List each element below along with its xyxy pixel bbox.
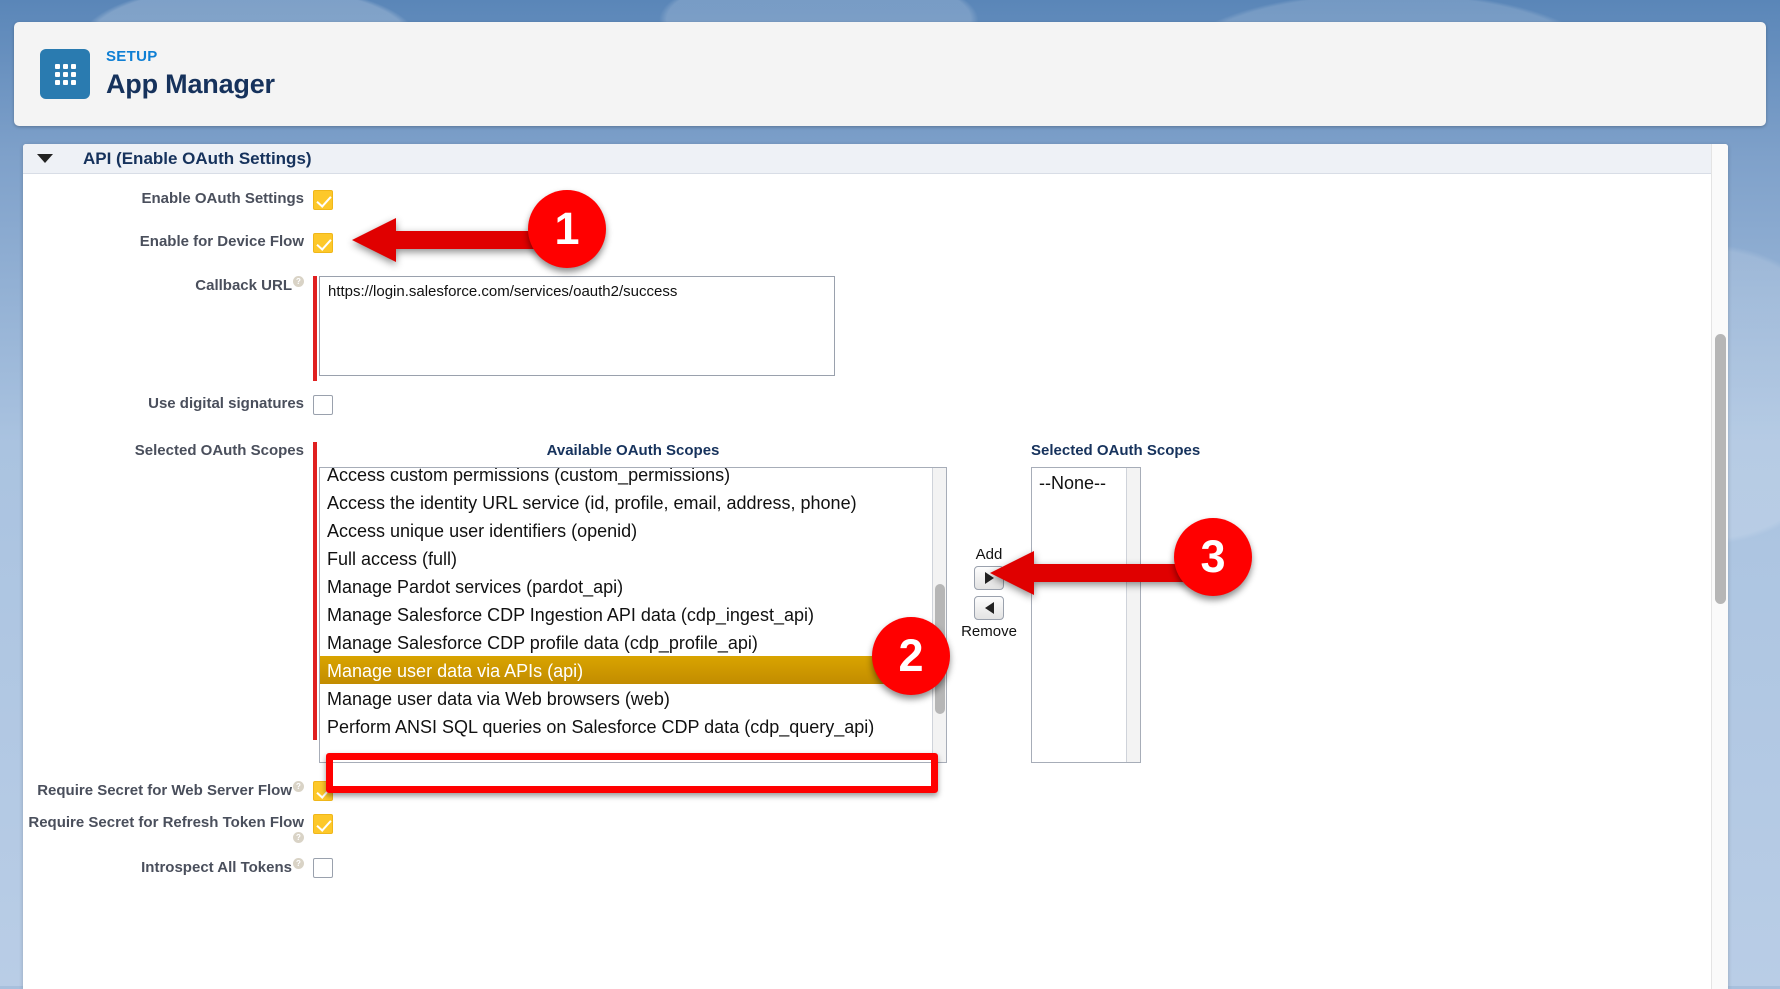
scope-mover-controls: Add Remove <box>947 442 1031 640</box>
available-scope-option[interactable]: Manage Pardot services (pardot_api) <box>327 577 624 597</box>
remove-label: Remove <box>961 623 1017 640</box>
row-use-digital-signatures: Use digital signatures <box>23 395 1728 420</box>
available-scope-option[interactable]: Access unique user identifiers (openid) <box>327 521 638 541</box>
annotation-badge-2: 2 <box>872 617 950 695</box>
label-callback-url: Callback URL? <box>23 276 313 295</box>
help-icon[interactable]: ? <box>293 858 304 870</box>
available-scope-option[interactable]: Manage user data via APIs (api) <box>320 656 946 684</box>
available-scopes-header: Available OAuth Scopes <box>546 442 720 459</box>
introspect-all-tokens-checkbox[interactable] <box>313 858 333 879</box>
available-scope-option[interactable]: Manage Salesforce CDP Ingestion API data… <box>327 605 814 625</box>
label-require-secret-refresh-token: Require Secret for Refresh Token Flow? <box>23 814 313 850</box>
oauth-settings-panel: API (Enable OAuth Settings) Enable OAuth… <box>23 144 1728 989</box>
enable-oauth-settings-checkbox[interactable] <box>313 190 333 210</box>
section-title: API (Enable OAuth Settings) <box>83 148 312 168</box>
enable-for-device-flow-checkbox[interactable] <box>313 233 333 253</box>
available-scope-option[interactable]: Manage user data via Web browsers (web) <box>327 689 670 709</box>
available-scope-option[interactable]: Access the identity URL service (id, pro… <box>327 493 857 513</box>
app-launcher-grid-icon[interactable] <box>40 49 90 99</box>
use-digital-signatures-checkbox[interactable] <box>313 395 333 415</box>
row-selected-oauth-scopes: Selected OAuth Scopes Available OAuth Sc… <box>23 442 1728 763</box>
label-require-secret-web-server-text: Require Secret for Web Server Flow <box>37 782 292 799</box>
page-title: App Manager <box>106 69 275 100</box>
selected-scopes-scrollbar[interactable] <box>1126 468 1140 762</box>
annotation-highlight-2 <box>326 753 938 793</box>
annotation-badge-3: 3 <box>1174 518 1252 596</box>
annotation-arrow-3 <box>990 551 1188 595</box>
available-scope-option[interactable]: Manage Salesforce CDP profile data (cdp_… <box>327 633 758 653</box>
label-enable-for-device-flow: Enable for Device Flow <box>139 233 304 250</box>
page-scrollbar[interactable] <box>1711 144 1728 989</box>
label-introspect-all-tokens: Introspect All Tokens? <box>23 858 313 877</box>
available-scopes-listbox[interactable]: Access custom permissions (custom_permis… <box>319 467 947 763</box>
label-enable-oauth-settings: Enable OAuth Settings <box>141 190 304 207</box>
page-scrollbar-thumb[interactable] <box>1715 334 1726 604</box>
help-icon[interactable]: ? <box>293 781 304 792</box>
required-indicator <box>313 442 317 740</box>
label-use-digital-signatures: Use digital signatures <box>148 395 304 412</box>
annotation-badge-1: 1 <box>528 190 606 268</box>
available-scope-option[interactable]: Access custom permissions (custom_permis… <box>327 467 731 485</box>
remove-scope-button[interactable] <box>974 596 1004 620</box>
available-scope-option[interactable]: Perform ANSI SQL queries on Salesforce C… <box>327 717 875 737</box>
setup-eyebrow: SETUP <box>106 48 158 66</box>
row-enable-device-flow: Enable for Device Flow <box>23 233 1728 258</box>
available-scope-option[interactable]: Full access (full) <box>327 549 458 569</box>
triangle-right-icon <box>984 572 994 584</box>
row-callback-url: Callback URL? https://login.salesforce.c… <box>23 276 1728 381</box>
annotation-arrow-1 <box>352 218 550 262</box>
require-secret-refresh-token-checkbox[interactable] <box>313 814 333 834</box>
selected-scopes-listbox[interactable]: --None-- <box>1031 467 1141 763</box>
row-introspect-all-tokens: Introspect All Tokens? <box>23 858 1728 883</box>
selected-scopes-header: Selected OAuth Scopes <box>1031 442 1201 459</box>
label-require-secret-web-server: Require Secret for Web Server Flow? <box>23 781 313 800</box>
available-scopes-scrollbar[interactable] <box>932 468 946 762</box>
label-callback-url-text: Callback URL <box>195 277 292 294</box>
selected-scope-option[interactable]: --None-- <box>1039 473 1107 493</box>
row-require-secret-refresh-token: Require Secret for Refresh Token Flow? <box>23 814 1728 850</box>
setup-header-card: SETUP App Manager <box>14 22 1766 126</box>
help-icon[interactable]: ? <box>293 276 304 287</box>
triangle-left-icon <box>984 602 994 614</box>
required-indicator <box>313 276 317 381</box>
label-require-secret-refresh-token-text: Require Secret for Refresh Token Flow <box>28 814 304 831</box>
callback-url-input[interactable]: https://login.salesforce.com/services/oa… <box>319 276 835 376</box>
section-header-api-oauth[interactable]: API (Enable OAuth Settings) <box>23 144 1728 174</box>
row-enable-oauth-settings: Enable OAuth Settings <box>23 190 1728 215</box>
label-selected-oauth-scopes: Selected OAuth Scopes <box>134 442 304 459</box>
help-icon[interactable]: ? <box>293 831 304 843</box>
label-introspect-all-tokens-text: Introspect All Tokens <box>141 859 292 877</box>
add-label: Add <box>975 546 1003 563</box>
triangle-down-icon[interactable] <box>37 154 53 163</box>
